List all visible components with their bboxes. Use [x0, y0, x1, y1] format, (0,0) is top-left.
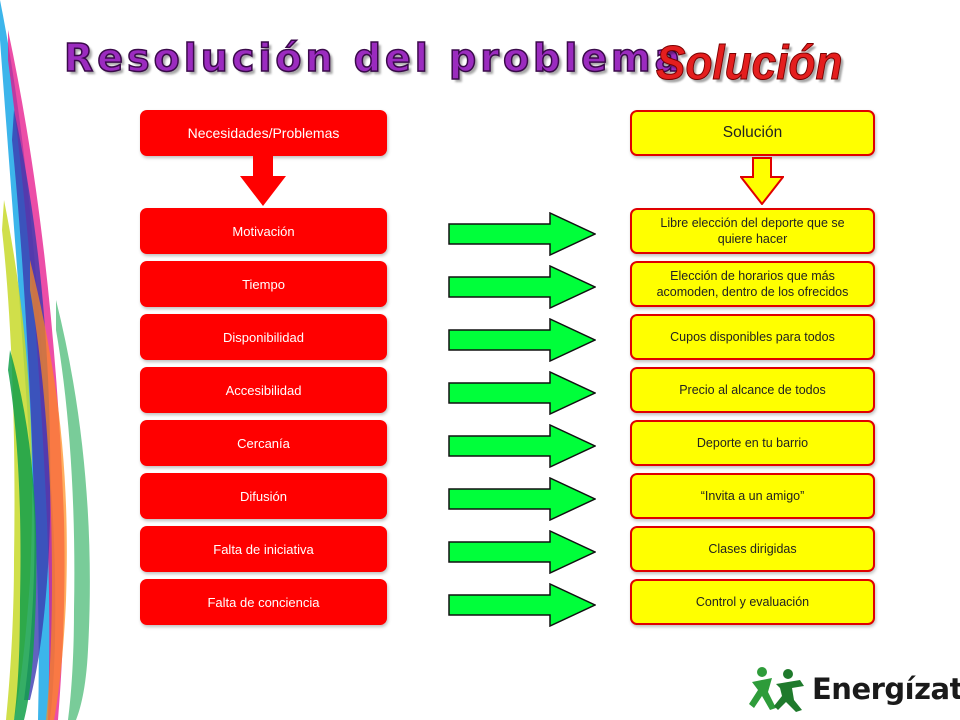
solution-box: Libre elección del deporte que se quiere… — [630, 208, 875, 254]
solution-box: Precio al alcance de todos — [630, 367, 875, 413]
problem-box: Motivación — [140, 208, 387, 254]
solution-box: Cupos disponibles para todos — [630, 314, 875, 360]
right-arrow — [448, 530, 596, 574]
problem-box: Cercanía — [140, 420, 387, 466]
right-arrow — [448, 371, 596, 415]
down-arrow-problems — [240, 156, 286, 206]
right-arrow — [448, 318, 596, 362]
logo-text: Energízate — [812, 672, 960, 706]
solution-box: “Invita a un amigo” — [630, 473, 875, 519]
page-subtitle: Solución — [656, 37, 843, 91]
solution-box: Clases dirigidas — [630, 526, 875, 572]
solution-box: Elección de horarios que más acomoden, d… — [630, 261, 875, 307]
energizate-logo: Energízate — [748, 664, 960, 714]
right-arrow — [448, 477, 596, 521]
problem-box: Accesibilidad — [140, 367, 387, 413]
right-arrow — [448, 424, 596, 468]
problem-box: Falta de iniciativa — [140, 526, 387, 572]
solution-box: Deporte en tu barrio — [630, 420, 875, 466]
problem-box: Tiempo — [140, 261, 387, 307]
right-arrow — [448, 212, 596, 256]
people-figures-icon — [749, 667, 804, 712]
decorative-ribbons — [0, 0, 90, 720]
problem-box: Difusión — [140, 473, 387, 519]
problems-header-box: Necesidades/Problemas — [140, 110, 387, 156]
solution-box: Control y evaluación — [630, 579, 875, 625]
down-arrow-solutions — [740, 157, 784, 205]
right-arrow — [448, 265, 596, 309]
right-arrow — [448, 583, 596, 627]
solution-header-box: Solución — [630, 110, 875, 156]
page-title: Resolución del problema — [63, 35, 685, 81]
problem-box: Disponibilidad — [140, 314, 387, 360]
problem-box: Falta de conciencia — [140, 579, 387, 625]
